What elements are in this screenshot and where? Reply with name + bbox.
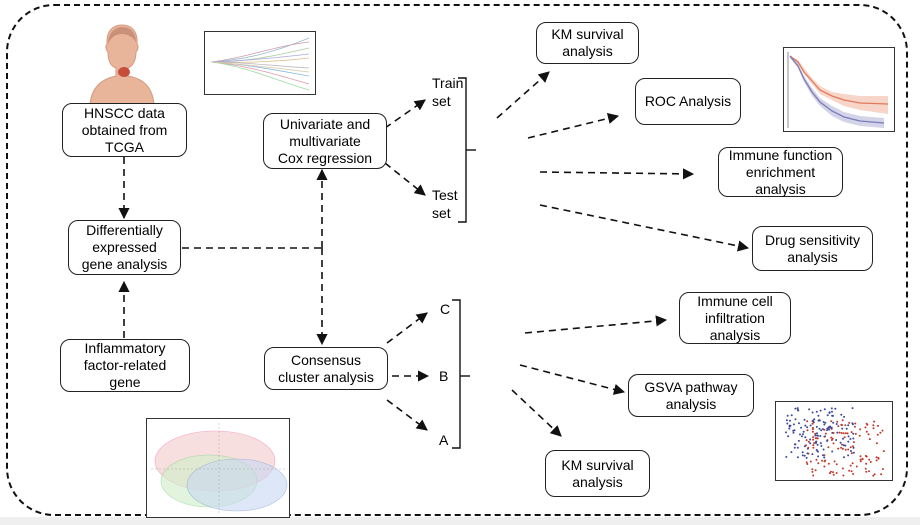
pca-scatter-plot [775, 401, 893, 481]
cluster-c-label: C [440, 301, 451, 317]
roc-analysis-box: ROC Analysis [635, 78, 741, 125]
lasso-coefficient-plot [204, 31, 316, 95]
km-survival-bottom-box: KM survival analysis [545, 450, 650, 497]
cluster-a-label: A [439, 432, 449, 448]
differentially-expressed-gene-box: Differentially expressed gene analysis [68, 220, 181, 275]
gsva-pathway-box: GSVA pathway analysis [628, 374, 754, 417]
consensus-cluster-box: Consensus cluster analysis [264, 347, 388, 390]
train-set-label: Train set [432, 75, 464, 109]
inflammatory-gene-box: Inflammatory factor-related gene [60, 339, 190, 392]
drug-sensitivity-box: Drug sensitivity analysis [752, 226, 873, 271]
test-set-label: Test set [432, 187, 458, 221]
human-head-neck-icon [89, 24, 155, 104]
immune-cell-infiltration-box: Immune cell infiltration analysis [679, 292, 791, 344]
hnscc-data-box: HNSCC data obtained from TCGA [62, 103, 187, 157]
cluster-b-label: B [439, 368, 449, 384]
immune-function-box: Immune function enrichment analysis [718, 147, 843, 197]
km-survival-top-box: KM survival analysis [536, 22, 639, 64]
cluster-ellipse-plot [146, 418, 290, 518]
km-curve-plot [783, 47, 895, 132]
outer-dashed-frame [6, 4, 908, 516]
cox-regression-box: Univariate and multivariate Cox regressi… [263, 113, 387, 169]
bottom-strip [0, 517, 920, 525]
